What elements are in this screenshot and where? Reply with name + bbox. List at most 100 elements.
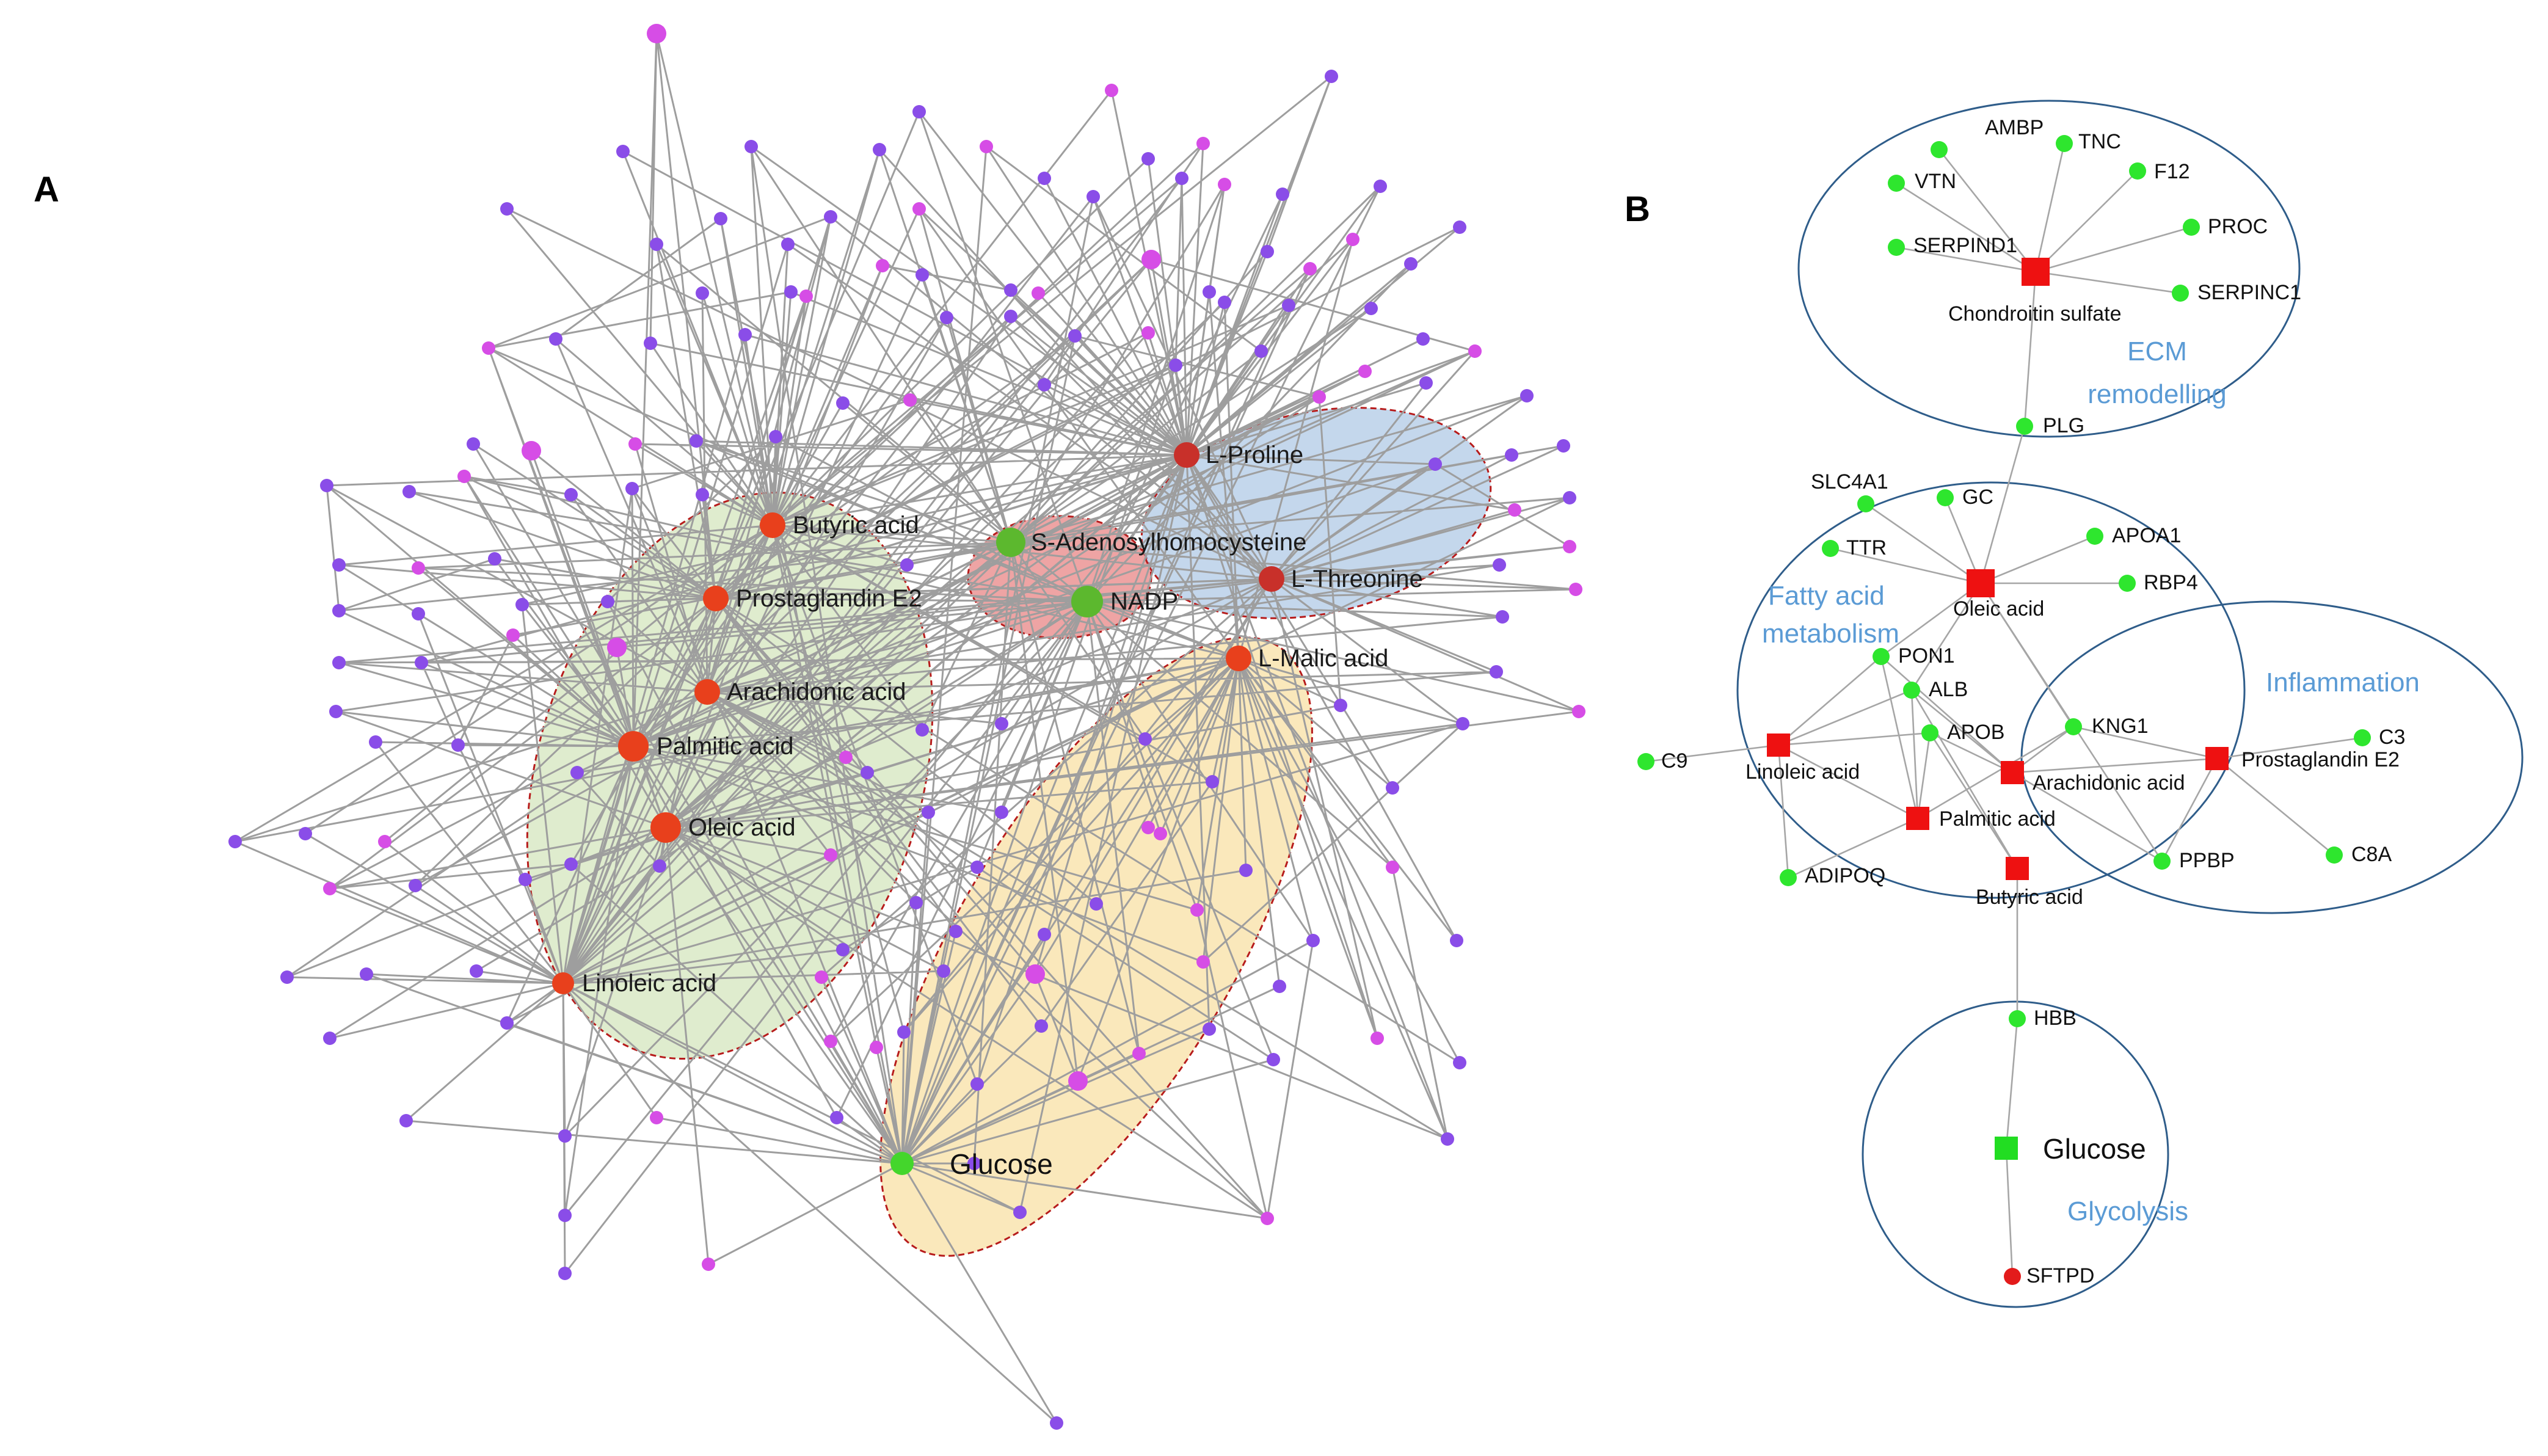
network-a-peripheral-node — [980, 140, 993, 153]
network-a-peripheral-node — [1493, 558, 1506, 572]
network-a-peripheral-node — [995, 806, 1008, 819]
network-a-peripheral-node — [1496, 610, 1509, 624]
network-a-peripheral-node — [836, 396, 850, 410]
network-a-peripheral-node — [781, 238, 795, 251]
network-a-peripheral-node — [915, 723, 929, 737]
label-b-chondroitin: Chondroitin sulfate — [1948, 302, 2122, 326]
label-a-butyric: Butyric acid — [793, 512, 919, 539]
node-b-apoa1 — [2086, 528, 2103, 545]
group-glycolysis-b-ellipse — [1862, 1000, 2169, 1308]
node-b-tnc — [2056, 135, 2073, 152]
label-a-threonine: L-Threonine — [1291, 566, 1423, 592]
network-a-peripheral-node — [570, 766, 584, 779]
network-a-peripheral-node — [625, 482, 639, 495]
network-a-peripheral-node — [1572, 705, 1585, 718]
network-a-peripheral-node — [1203, 1022, 1216, 1036]
node-b-ambp — [1931, 141, 1948, 158]
node-b-ppbp — [2153, 853, 2171, 870]
label-b-proc: PROC — [2208, 215, 2268, 238]
network-a-peripheral-node — [1105, 84, 1118, 97]
network-a-peripheral-node — [332, 558, 346, 572]
label-b-butyric: Butyric acid — [1976, 886, 2083, 909]
node-b-adipoq — [1780, 869, 1797, 886]
network-a-peripheral-node — [903, 393, 917, 407]
network-a-peripheral-node — [332, 656, 346, 669]
node-b-rbp4 — [2119, 575, 2136, 592]
network-a-peripheral-node — [488, 552, 501, 566]
group-fatty-label-1: Fatty acid — [1768, 581, 1885, 611]
label-a-arach: Arachidonic acid — [727, 679, 906, 705]
network-a-peripheral-node — [601, 595, 614, 608]
network-a-peripheral-node — [1358, 365, 1372, 378]
network-a-peripheral-node — [714, 212, 727, 225]
network-a-peripheral-node — [824, 848, 837, 862]
node-b-sftpd — [2004, 1268, 2021, 1285]
network-a-peripheral-node — [1004, 283, 1017, 297]
network-a-peripheral-node — [1050, 1416, 1063, 1430]
network-a-peripheral-node — [949, 925, 963, 938]
network-a-peripheral-node — [1303, 262, 1317, 275]
network-a-peripheral-node — [332, 604, 346, 617]
node-b-glucose — [1995, 1137, 2018, 1160]
label-b-pge2: Prostaglandin E2 — [2241, 748, 2400, 771]
network-a-peripheral-node — [320, 479, 333, 492]
label-b-ambp: AMBP — [1985, 116, 2044, 139]
network-a-peripheral-node — [564, 857, 578, 871]
network-a-peripheral-node — [1141, 326, 1155, 340]
network-a-peripheral-node — [329, 705, 343, 718]
label-b-palmitic: Palmitic acid — [1939, 807, 2056, 831]
network-a-peripheral-node — [909, 896, 923, 909]
network-a-peripheral-node — [1419, 376, 1433, 390]
label-b-c3: C3 — [2379, 726, 2405, 749]
network-a-peripheral-node — [1453, 1056, 1466, 1069]
label-b-alb: ALB — [1929, 678, 1968, 701]
node-a-glucose — [890, 1152, 914, 1175]
network-a-peripheral-node — [824, 210, 837, 224]
node-b-ttr — [1822, 540, 1839, 557]
network-a-peripheral-node — [409, 879, 422, 892]
network-a-peripheral-node — [467, 437, 480, 451]
network-a-peripheral-node — [1196, 137, 1210, 150]
network-a-peripheral-node — [1035, 1019, 1048, 1033]
network-a-peripheral-node — [995, 717, 1008, 730]
network-a-peripheral-node — [1032, 286, 1045, 300]
network-a-peripheral-node — [415, 656, 428, 669]
network-a-peripheral-node — [1154, 827, 1167, 840]
network-a-peripheral-node — [1068, 329, 1082, 343]
node-b-linoleic — [1767, 733, 1790, 757]
node-a-linoleic — [552, 972, 574, 994]
label-b-vtn: VTN — [1915, 170, 1956, 193]
network-a-peripheral-node — [1141, 152, 1155, 166]
label-b-linoleic: Linoleic acid — [1745, 760, 1860, 784]
network-a-peripheral-node — [915, 268, 929, 282]
node-b-alb — [1903, 682, 1920, 699]
network-a-peripheral-node — [522, 441, 541, 460]
network-a-peripheral-node — [399, 1114, 413, 1127]
node-a-sah — [996, 528, 1025, 557]
network-a-peripheral-node — [515, 598, 529, 611]
network-a-peripheral-node — [1386, 861, 1399, 874]
network-a-peripheral-node — [558, 1129, 572, 1143]
label-a-pge2: Prostaglandin E2 — [736, 585, 922, 612]
node-b-proc — [2183, 219, 2200, 236]
label-b-c8a: C8A — [2351, 843, 2392, 866]
group-fatty-ellipse — [1736, 481, 2246, 899]
network-a-peripheral-node — [1254, 344, 1268, 358]
network-a-peripheral-node — [650, 1111, 663, 1124]
node-b-oleic — [1967, 569, 1995, 597]
node-b-pge2 — [2205, 747, 2229, 770]
network-a-edge-set — [235, 33, 1579, 1424]
network-a-peripheral-node — [1239, 864, 1253, 877]
network-a-peripheral-node — [519, 873, 532, 886]
label-a-malic: L-Malic acid — [1258, 645, 1388, 672]
network-a-peripheral-node — [1386, 781, 1399, 795]
network-a-peripheral-node — [564, 488, 578, 501]
network-a-peripheral-node — [1068, 1071, 1088, 1091]
node-b-serpind1 — [1888, 239, 1905, 256]
network-a-peripheral-node — [1087, 190, 1100, 203]
node-a-nadp — [1071, 586, 1103, 617]
label-b-rbp4: RBP4 — [2144, 571, 2198, 594]
node-b-apob — [1921, 724, 1938, 741]
